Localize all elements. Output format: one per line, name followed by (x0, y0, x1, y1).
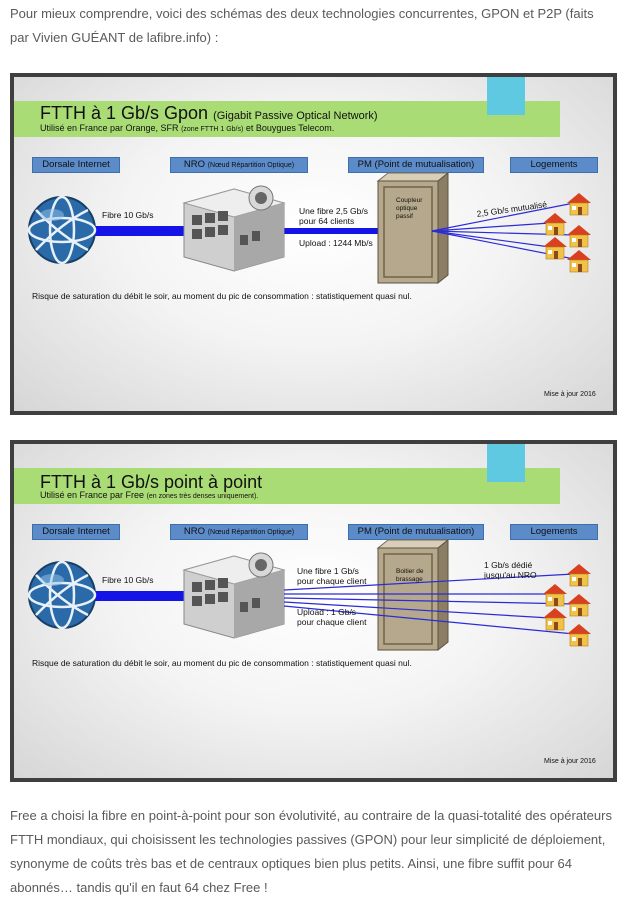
header-logements: Logements (510, 524, 598, 540)
header-nro: NRO (Nœud Répartition Optique) (170, 157, 308, 173)
diagram-subtitle: Utilisé en France par Free (en zones trè… (40, 490, 258, 500)
house-icon (567, 193, 591, 216)
accent-bar (487, 77, 525, 115)
house-icon (543, 608, 567, 631)
house-icon (567, 250, 591, 273)
nro-fibre-label-2: pour chaque client (297, 576, 367, 586)
house-icon (567, 624, 591, 647)
title-bar (14, 101, 560, 137)
risk-text: Risque de saturation du débit le soir, a… (32, 291, 412, 301)
gpon-network-drawing (27, 171, 591, 285)
update-date: Mise à jour 2016 (544, 758, 596, 765)
pm-box-label-1: Boitier de (396, 568, 424, 575)
globe-icon (27, 560, 97, 630)
upload-label-1: Upload : 1 Gb/s (297, 607, 357, 617)
subtitle-text-end: et Bouygues Telecom. (245, 123, 335, 133)
update-date: Mise à jour 2016 (544, 391, 596, 398)
house-icon (543, 237, 567, 260)
header-nro-label: NRO (183, 526, 206, 537)
risk-text: Risque de saturation du débit le soir, a… (32, 658, 412, 668)
backbone-label: Fibre 10 Gb/s (102, 575, 154, 585)
upload-label-2: pour chaque client (297, 617, 367, 627)
house-icon (567, 225, 591, 248)
subtitle-note: (en zones très denses uniquement). (146, 493, 259, 500)
p2p-network-drawing (27, 538, 591, 652)
outro-paragraph: Free a choisi la fibre en point-à-point … (10, 808, 612, 895)
backbone-label: Fibre 10 Gb/s (102, 210, 154, 220)
header-dorsale: Dorsale Internet (32, 524, 120, 540)
header-nro-note: (Nœud Répartition Optique) (207, 529, 295, 536)
diagram-title: FTTH à 1 Gb/s Gpon (Gigabit Passive Opti… (40, 103, 378, 124)
nro-fibre-label-1: Une fibre 2,5 Gb/s (299, 206, 368, 216)
pm-cabinet-icon (376, 171, 450, 285)
pm-box-label-3: passif (396, 213, 413, 220)
house-icon (543, 584, 567, 607)
header-dorsale: Dorsale Internet (32, 157, 120, 173)
house-icon (567, 564, 591, 587)
nro-building-icon (182, 552, 286, 639)
header-nro: NRO (Nœud Répartition Optique) (170, 524, 308, 540)
nro-pm-fibre (284, 228, 422, 234)
accent-bar (487, 444, 525, 482)
p2p-diagram: FTTH à 1 Gb/s point à point Utilisé en F… (10, 440, 617, 782)
to-home-label-2: jusqu'au NRO (484, 570, 537, 580)
house-icon (567, 594, 591, 617)
header-nro-note: (Nœud Répartition Optique) (207, 162, 295, 169)
p2p-home-fibres (283, 573, 575, 635)
pm-box-label-2: optique (396, 205, 418, 212)
pm-cabinet-icon (376, 538, 450, 652)
subtitle-text: Utilisé en France par Orange, SFR (40, 123, 179, 133)
to-home-label-1: 1 Gb/s dédié (484, 560, 533, 570)
globe-icon (27, 195, 97, 265)
title-text: FTTH à 1 Gb/s Gpon (40, 103, 209, 123)
p2p-slide: FTTH à 1 Gb/s point à point Utilisé en F… (14, 444, 613, 778)
backbone-fibre (74, 591, 184, 601)
title-text: FTTH à 1 Gb/s point à point (40, 472, 263, 492)
gpon-diagram: FTTH à 1 Gb/s Gpon (Gigabit Passive Opti… (10, 73, 617, 415)
title-note: (Gigabit Passive Optical Network) (213, 110, 378, 122)
upload-label: Upload : 1244 Mb/s (299, 238, 373, 248)
header-nro-label: NRO (183, 159, 206, 170)
header-logements: Logements (510, 157, 598, 173)
gpon-slide: FTTH à 1 Gb/s Gpon (Gigabit Passive Opti… (14, 77, 613, 411)
subtitle-text: Utilisé en France par Free (40, 490, 145, 500)
pm-box-label-2: brassage (396, 576, 423, 583)
nro-fibre-label-2: pour 64 clients (299, 216, 355, 226)
diagram-title: FTTH à 1 Gb/s point à point (40, 472, 262, 493)
nro-building-icon (182, 185, 286, 272)
title-bar (14, 468, 560, 504)
nro-fibre-label-1: Une fibre 1 Gb/s (297, 566, 359, 576)
subtitle-note: (zone FTTH 1 Gb/s) (181, 126, 244, 133)
pm-box-label-1: Coupleur (396, 197, 423, 204)
diagram-subtitle: Utilisé en France par Orange, SFR (zone … (40, 123, 334, 133)
intro-paragraph: Pour mieux comprendre, voici des schémas… (10, 6, 594, 45)
backbone-fibre (74, 226, 184, 236)
house-icon (543, 213, 567, 236)
